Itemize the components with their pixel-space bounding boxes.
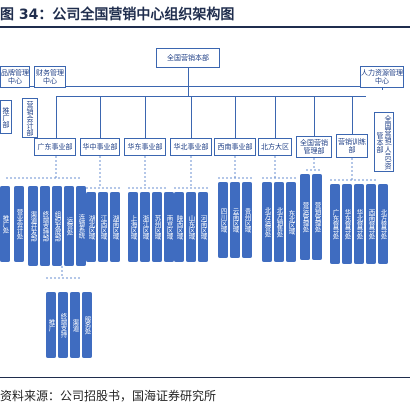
drop [275, 96, 276, 138]
division-mgmt: 全国营销管理部 [296, 136, 332, 158]
drop [314, 96, 315, 136]
leaf-xn-3: 贵州区域 [242, 182, 252, 258]
division-xinan: 西南事业部 [214, 138, 256, 156]
leaf-hb-3: 河南区域 [198, 192, 208, 262]
drop [235, 96, 236, 138]
leaf-gds-3: 渠道 [70, 292, 80, 358]
source-note: 资料来源：公司招股书，国海证券研究所 [0, 389, 217, 403]
leaf-hd-2: 浙江区域 [140, 192, 150, 262]
drop [100, 96, 101, 138]
leaf-hb-2: 山东区域 [186, 192, 196, 262]
drop [145, 96, 146, 138]
sub-accounting: 营销会计部 [22, 98, 38, 138]
leaf-gds-1: 推广 [46, 292, 56, 358]
leaf-hd-1: 上海区域 [128, 192, 138, 262]
leaf-bf-2: 北方销售处 [274, 182, 284, 262]
leaf-hz-2: 江西区域 [98, 192, 108, 262]
unit-finance: 财务管理中心 [34, 66, 66, 88]
leaf-mg-2: 营销管理处 [312, 174, 322, 260]
leaf-xn-1: 四川区域 [218, 182, 228, 258]
leaf-gd-1: 渠道开发部 [28, 186, 38, 266]
leaf-tr-3: 华北督导处 [354, 184, 364, 264]
sub-promotion: 推广部 [0, 100, 12, 134]
division-guangdong: 广东事业部 [34, 138, 76, 156]
root-node: 全国营销本部 [156, 48, 220, 68]
leaf-connectors [6, 156, 378, 279]
unit-hr: 人力资源管理中心 [360, 66, 404, 88]
leaf-tr-4: 西南督导处 [366, 184, 376, 264]
leaf-gd-2: 终端支持部 [40, 186, 50, 266]
sub-personnel: 全国营销(人员)资管本部 [374, 112, 394, 172]
leaf-tr-5: 北方督导处 [378, 184, 388, 264]
leaf-hb-1: 陕西区域 [174, 192, 184, 262]
leaf-gds-2: 终端支持 [58, 292, 68, 358]
drop [191, 96, 192, 138]
division-training: 营销训练部 [336, 134, 368, 158]
leaf-accounting: 营业会计处 [14, 186, 24, 262]
leaf-gd-3: 组织发展部 [52, 186, 62, 266]
leaf-tr-1: 广东督导处 [330, 184, 340, 264]
division-huabei: 华北事业部 [170, 138, 212, 156]
leaf-mg-1: 营运管理处 [300, 174, 310, 260]
root-trunk [188, 68, 189, 96]
unit-brand: 品牌管理中心 [0, 66, 30, 88]
leaf-xn-2: 云南区域 [230, 182, 240, 258]
division-huazhong: 华中事业部 [80, 138, 120, 156]
leaf-bf-3: 东北区域 [286, 182, 296, 262]
division-beifang: 北方大区 [258, 138, 292, 156]
leaf-gds-4: 服务处 [82, 292, 92, 358]
staff-bar [26, 86, 362, 87]
leaf-promotion: 推广处 [0, 186, 10, 262]
drop [56, 96, 57, 138]
source-rule [0, 377, 410, 378]
leaf-tr-2: 华东督导处 [342, 184, 352, 264]
leaf-hz-1: 湖北区域 [86, 192, 96, 262]
leaf-hz-3: 湖南区域 [110, 192, 120, 262]
leaf-hd-4: 南京区域 [164, 192, 174, 262]
leaf-gd-4: 运营处 [64, 186, 74, 266]
drop [352, 96, 353, 134]
leaf-bf-1: 北方运营处 [262, 182, 272, 262]
division-huadong: 华东事业部 [124, 138, 166, 156]
leaf-hd-3: 苏州区域 [152, 192, 162, 262]
figure-title: 图 34：公司全国营销中心组织架构图 [0, 7, 235, 23]
leaf-gd-5: 连锁系统 [76, 186, 86, 266]
division-bar [56, 96, 366, 97]
title-rule [0, 26, 410, 28]
